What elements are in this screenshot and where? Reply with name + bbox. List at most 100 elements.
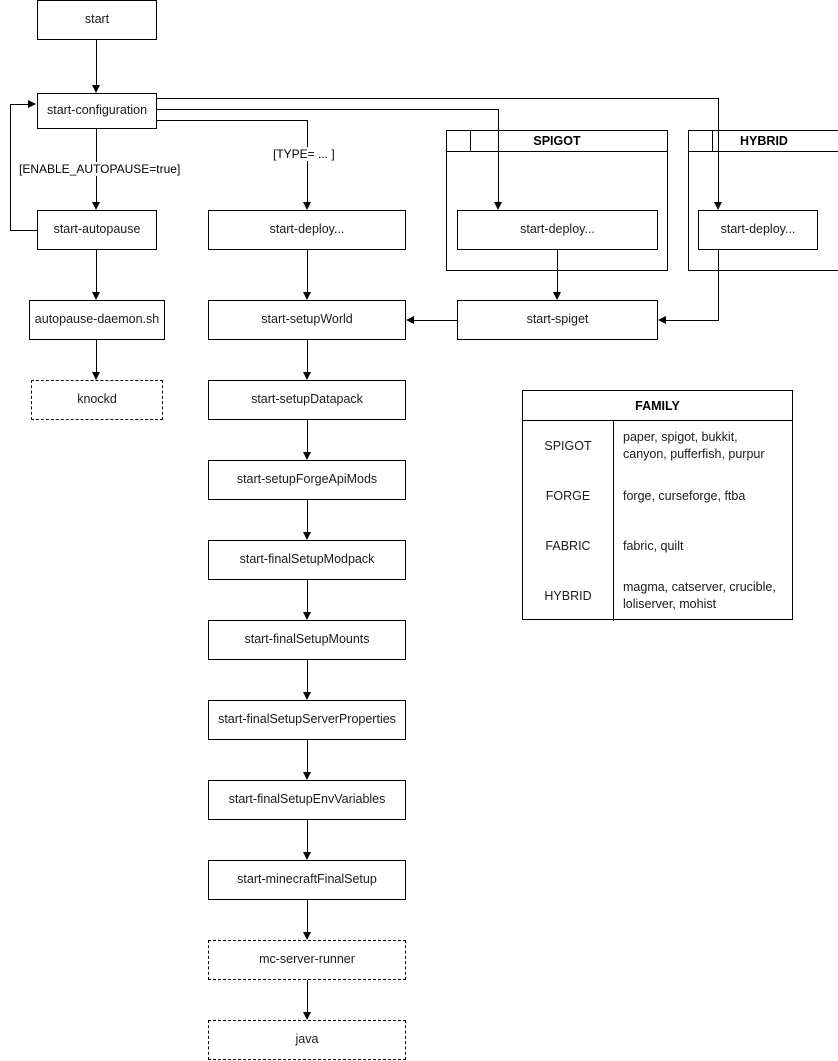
node-start-final-setup-server-properties-label: start-finalSetupServerProperties [218, 712, 396, 727]
edge-configuration-to-hybrid-h [157, 98, 718, 99]
edge-spigot-deploy-to-spiget-arrow [553, 292, 561, 300]
legend-values-hybrid: magma, catserver, crucible, loliserver, … [623, 580, 776, 611]
node-start-setup-world[interactable]: start-setupWorld [208, 300, 406, 340]
node-start-final-setup-mounts[interactable]: start-finalSetupMounts [208, 620, 406, 660]
edge-minecraft-final-setup-to-mc-server-runner [307, 900, 308, 932]
node-java-label: java [295, 1032, 319, 1047]
node-start-autopause-label: start-autopause [53, 222, 141, 237]
edge-mc-server-runner-to-java [307, 980, 308, 1012]
edge-configuration-to-deploy-arrow [303, 202, 311, 210]
edge-deploy-to-setup-world-arrow [303, 292, 311, 300]
legend-key-fabric: FABRIC [523, 521, 614, 571]
edge-env-variables-to-minecraft-final-setup [307, 820, 308, 852]
frame-spigot-tab [447, 131, 471, 152]
node-start-setup-forge-api-mods-label: start-setupForgeApiMods [236, 472, 378, 487]
edge-hybrid-deploy-to-spiget-v [718, 250, 719, 320]
edge-autopause-loop-side [10, 104, 11, 231]
node-start-spiget[interactable]: start-spiget [457, 300, 658, 340]
edge-mounts-to-server-properties-arrow [303, 692, 311, 700]
frame-spigot-header: SPIGOT [447, 131, 667, 152]
frame-hybrid-label: HYBRID [740, 134, 788, 148]
edge-start-to-configuration [96, 40, 97, 85]
node-java[interactable]: java [208, 1020, 406, 1060]
legend-row: FORGE forge, curseforge, ftba [523, 471, 792, 521]
node-start-deploy-hybrid[interactable]: start-deploy... [698, 210, 818, 250]
edge-hybrid-deploy-to-spiget-h [666, 320, 719, 321]
family-legend-table: FAMILY SPIGOT paper, spigot, bukkit, can… [522, 390, 793, 621]
legend-body: SPIGOT paper, spigot, bukkit, canyon, pu… [523, 421, 792, 621]
edge-autopause-loop-top [10, 104, 28, 105]
legend-title: FAMILY [523, 391, 792, 421]
node-start[interactable]: start [37, 0, 157, 40]
node-start-configuration-label: start-configuration [46, 103, 148, 118]
node-start-final-setup-mounts-label: start-finalSetupMounts [244, 632, 370, 647]
legend-row: SPIGOT paper, spigot, bukkit, canyon, pu… [523, 421, 792, 471]
legend-key-label: SPIGOT [544, 439, 592, 453]
node-start-deploy-center[interactable]: start-deploy... [208, 210, 406, 250]
node-start-setup-datapack-label: start-setupDatapack [251, 392, 363, 407]
edge-configuration-to-autopause-arrow [92, 202, 100, 210]
legend-key-spigot: SPIGOT [523, 421, 614, 471]
node-mc-server-runner[interactable]: mc-server-runner [208, 940, 406, 980]
edge-start-to-configuration-arrow [92, 85, 100, 93]
edge-autopause-loop-arrow [28, 100, 36, 108]
node-start-autopause[interactable]: start-autopause [37, 210, 157, 250]
node-autopause-daemon[interactable]: autopause-daemon.sh [29, 300, 165, 340]
edge-setup-world-to-datapack [307, 340, 308, 372]
node-start-deploy-center-label: start-deploy... [269, 222, 345, 237]
edge-daemon-to-knockd [96, 340, 97, 372]
frame-hybrid-tab [689, 131, 713, 152]
legend-row: HYBRID magma, catserver, crucible, lolis… [523, 571, 792, 621]
node-start-deploy-spigot[interactable]: start-deploy... [457, 210, 658, 250]
legend-key-hybrid: HYBRID [523, 571, 614, 621]
edge-autopause-loop-bottom [10, 230, 37, 231]
edge-setup-world-to-datapack-arrow [303, 372, 311, 380]
legend-title-label: FAMILY [635, 398, 680, 413]
node-autopause-daemon-label: autopause-daemon.sh [34, 312, 160, 327]
edge-minecraft-final-setup-to-mc-server-runner-arrow [303, 932, 311, 940]
edge-configuration-to-hybrid-arrow [714, 202, 722, 210]
edge-label-enable-autopause: [ENABLE_AUTOPAUSE=true] [18, 162, 182, 176]
edge-configuration-to-spigot-h [157, 109, 498, 110]
edge-autopause-to-daemon [96, 250, 97, 292]
node-start-final-setup-env-variables-label: start-finalSetupEnvVariables [228, 792, 386, 807]
legend-row: FABRIC fabric, quilt [523, 521, 792, 571]
node-start-spiget-label: start-spiget [526, 312, 589, 327]
node-start-setup-world-label: start-setupWorld [261, 312, 353, 327]
node-start-final-setup-modpack-label: start-finalSetupModpack [239, 552, 375, 567]
legend-values-forge: forge, curseforge, ftba [623, 488, 746, 503]
node-start-configuration[interactable]: start-configuration [37, 93, 157, 129]
node-start-deploy-spigot-label: start-deploy... [520, 222, 595, 237]
edge-modpack-to-mounts-arrow [303, 612, 311, 620]
node-start-final-setup-modpack[interactable]: start-finalSetupModpack [208, 540, 406, 580]
edge-autopause-to-daemon-arrow [92, 292, 100, 300]
edge-forge-api-mods-to-modpack [307, 500, 308, 532]
node-knockd-label: knockd [77, 392, 117, 407]
edge-spiget-to-setup-world-arrow [406, 316, 414, 324]
node-start-setup-datapack[interactable]: start-setupDatapack [208, 380, 406, 420]
node-start-minecraft-final-setup[interactable]: start-minecraftFinalSetup [208, 860, 406, 900]
edge-configuration-to-spigot-arrow [494, 202, 502, 210]
edge-server-properties-to-env-variables-arrow [303, 772, 311, 780]
edge-configuration-to-hybrid-v [718, 98, 719, 202]
legend-values-fabric: fabric, quilt [623, 538, 684, 553]
edge-daemon-to-knockd-arrow [92, 372, 100, 380]
edge-deploy-to-setup-world [307, 250, 308, 292]
edge-mounts-to-server-properties [307, 660, 308, 692]
node-knockd[interactable]: knockd [31, 380, 163, 420]
node-start-setup-forge-api-mods[interactable]: start-setupForgeApiMods [208, 460, 406, 500]
edge-datapack-to-forge-api-mods [307, 420, 308, 452]
legend-values-spigot: paper, spigot, bukkit, canyon, pufferfis… [623, 430, 765, 461]
node-start-deploy-hybrid-label: start-deploy... [720, 222, 796, 237]
edge-mc-server-runner-to-java-arrow [303, 1012, 311, 1020]
node-start-final-setup-server-properties[interactable]: start-finalSetupServerProperties [208, 700, 406, 740]
edge-configuration-to-deploy-v [307, 120, 308, 202]
edge-env-variables-to-minecraft-final-setup-arrow [303, 852, 311, 860]
legend-key-forge: FORGE [523, 471, 614, 521]
node-start-final-setup-env-variables[interactable]: start-finalSetupEnvVariables [208, 780, 406, 820]
edge-hybrid-deploy-to-spiget-arrow [658, 316, 666, 324]
edge-configuration-to-deploy-h [157, 120, 307, 121]
legend-key-label: FABRIC [545, 539, 591, 553]
edge-label-type: [TYPE= ... ] [272, 147, 336, 161]
